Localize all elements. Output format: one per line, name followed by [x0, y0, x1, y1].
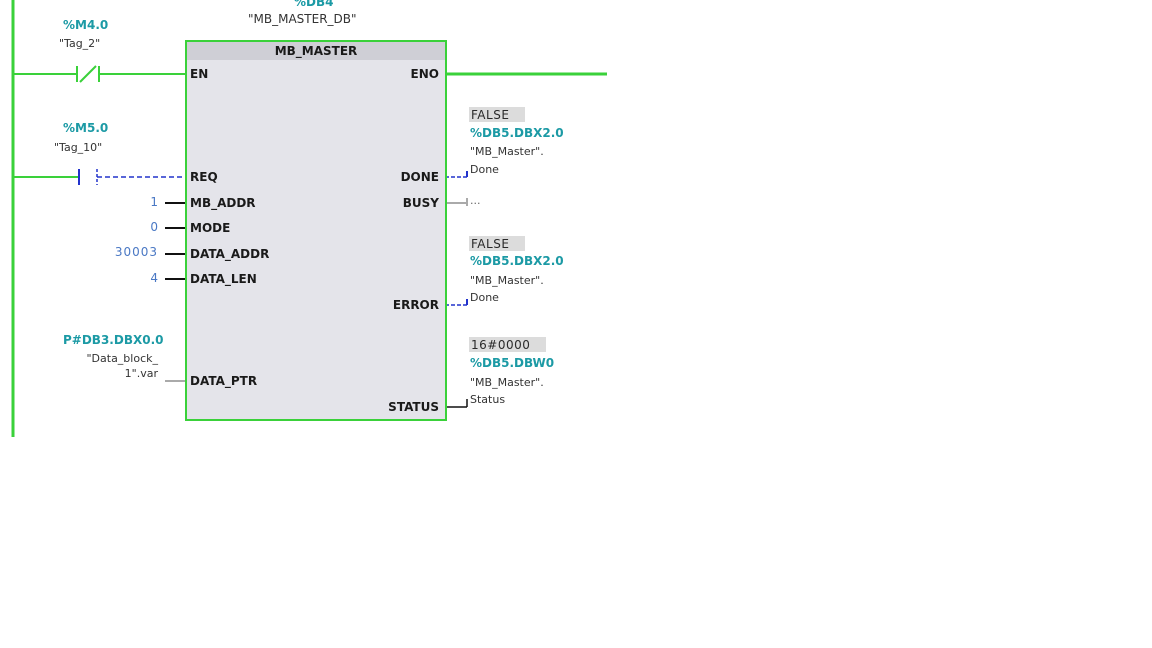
en-contact-address[interactable]: %M4.0 [63, 18, 109, 32]
pin-eno: ENO [410, 67, 439, 81]
normally-closed-contact-icon [76, 65, 100, 83]
pin-mode: MODE [190, 221, 231, 235]
status-symbol-line2[interactable]: Status [470, 393, 506, 406]
pin-data-addr: DATA_ADDR [190, 247, 270, 261]
pin-done: DONE [400, 170, 439, 184]
mb-master-block[interactable]: MB_MASTER [185, 40, 447, 421]
data-ptr-symbol-line1[interactable]: "Data_block_ [86, 352, 158, 365]
error-output-wire [445, 299, 468, 306]
normally-open-contact-icon [78, 169, 98, 185]
error-address[interactable]: %DB5.DBX2.0 [470, 254, 564, 268]
pin-req: REQ [190, 170, 218, 184]
pin-mb-addr: MB_ADDR [190, 196, 256, 210]
busy-placeholder[interactable]: ... [470, 194, 481, 207]
instance-db-name: "MB_MASTER_DB" [248, 12, 357, 26]
pin-data-ptr: DATA_PTR [190, 374, 258, 388]
data-ptr-address[interactable]: P#DB3.DBX0.0 [63, 333, 164, 347]
data-len-value[interactable]: 4 [150, 271, 158, 285]
pin-en: EN [190, 67, 209, 81]
status-value-badge: 16#0000 [469, 337, 546, 352]
pin-busy: BUSY [402, 196, 439, 210]
instance-db-address: %DB4 [294, 0, 334, 9]
pin-status: STATUS [388, 400, 439, 414]
status-output-wire [445, 399, 468, 408]
error-symbol-line2[interactable]: Done [470, 291, 499, 304]
mode-value[interactable]: 0 [150, 220, 158, 234]
done-symbol-line2[interactable]: Done [470, 163, 499, 176]
done-address[interactable]: %DB5.DBX2.0 [470, 126, 564, 140]
en-contact-symbol[interactable]: "Tag_2" [59, 37, 101, 50]
pin-data-len: DATA_LEN [190, 272, 257, 286]
req-contact-address[interactable]: %M5.0 [63, 121, 109, 135]
done-value-badge: FALSE [469, 107, 525, 122]
status-address[interactable]: %DB5.DBW0 [470, 356, 555, 370]
data-addr-value[interactable]: 30003 [114, 245, 158, 259]
mb-addr-value[interactable]: 1 [150, 195, 158, 209]
pin-error: ERROR [392, 298, 439, 312]
done-output-wire [445, 171, 468, 178]
req-contact-symbol[interactable]: "Tag_10" [54, 141, 103, 154]
data-ptr-symbol-line2[interactable]: 1".var [124, 367, 158, 380]
error-value-badge: FALSE [469, 236, 525, 251]
busy-output-wire [445, 198, 468, 206]
block-title: MB_MASTER [187, 42, 445, 60]
done-symbol-line1[interactable]: "MB_Master". [470, 145, 544, 158]
error-symbol-line1[interactable]: "MB_Master". [470, 274, 544, 287]
status-symbol-line1[interactable]: "MB_Master". [470, 376, 544, 389]
